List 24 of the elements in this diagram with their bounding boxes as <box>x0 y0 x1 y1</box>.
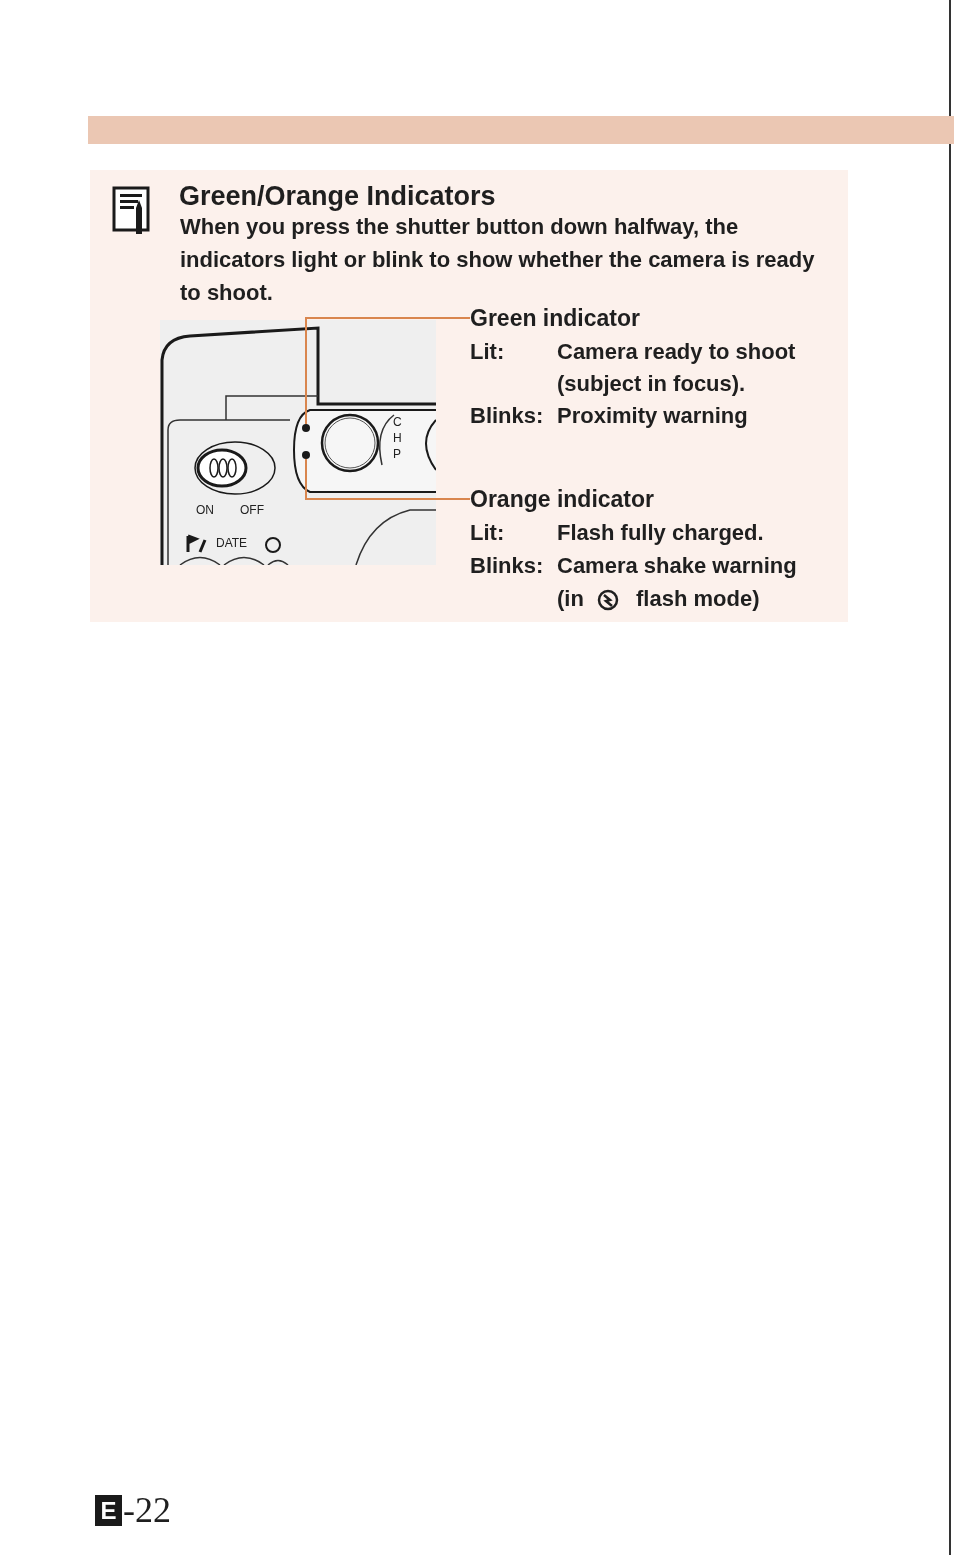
indicator-lamp <box>302 424 310 432</box>
page-number: -22 <box>123 1490 171 1530</box>
indicator-lamp <box>302 451 310 459</box>
row-term: Lit: <box>470 519 505 547</box>
camera-marking: H <box>393 431 402 445</box>
row-description: Proximity warning <box>557 402 749 430</box>
section-title: Green/Orange Indicators <box>179 180 496 213</box>
camera-marking: P <box>393 447 401 461</box>
row-description: flash mode) <box>636 585 760 613</box>
row-term: Blinks: <box>470 402 544 430</box>
row-description: Camera ready to shoot (subject in focus). <box>557 338 797 398</box>
row-description: Camera shake warning <box>557 552 798 580</box>
row-term: Blinks: <box>470 552 544 580</box>
leader-line <box>305 458 471 500</box>
leader-line <box>305 317 471 425</box>
language-badge: E <box>95 1495 122 1526</box>
camera-marking: ON <box>196 503 214 517</box>
row-term: Lit: <box>470 338 505 366</box>
row-description: (in <box>557 585 584 613</box>
camera-marking: DATE <box>216 536 248 550</box>
row-description: Flash fully charged. <box>557 519 765 547</box>
camera-marking: C <box>393 415 402 429</box>
camera-marking: OFF <box>240 503 264 517</box>
indicator-heading: Orange indicator <box>470 484 655 514</box>
